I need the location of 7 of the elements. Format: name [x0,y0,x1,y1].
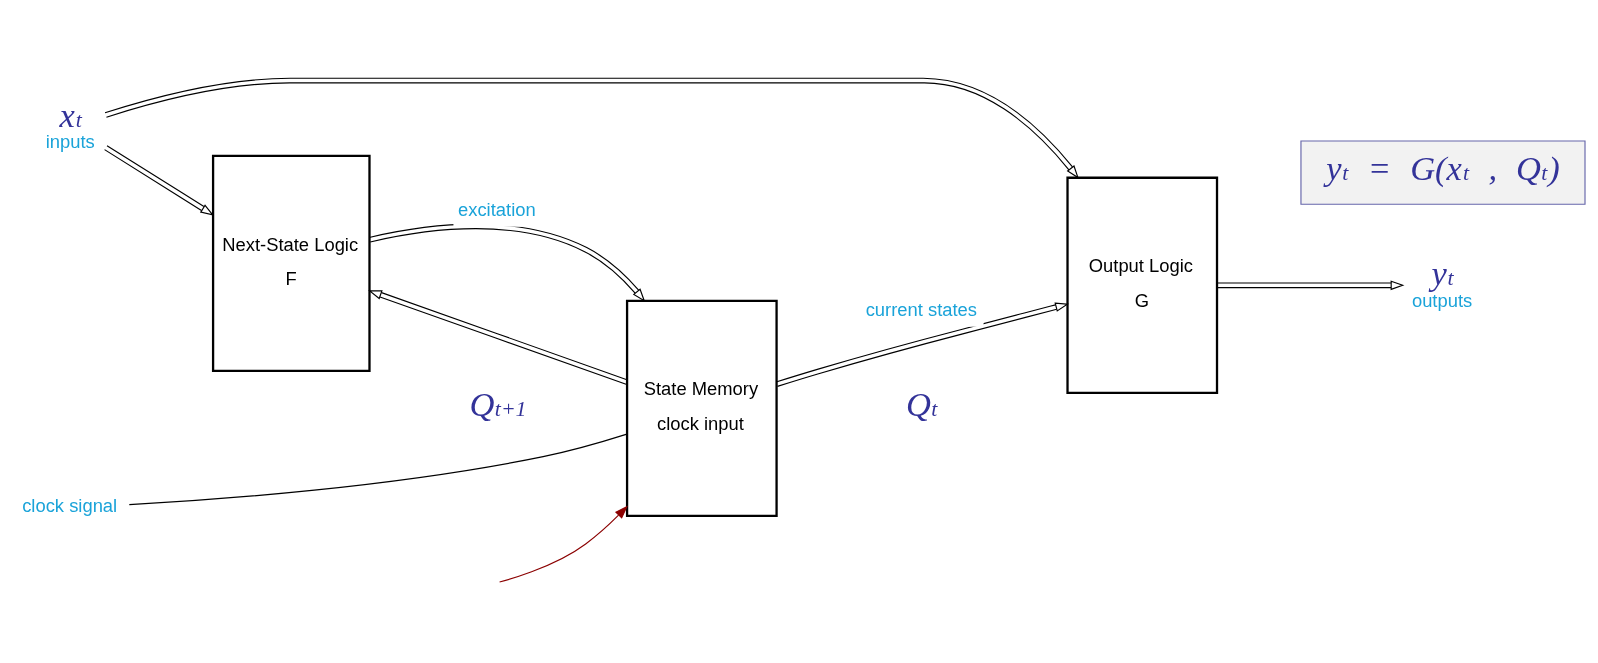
edge-label: excitation [458,199,536,221]
node-text: xt inputs [45,95,95,153]
label: Qt [905,384,938,423]
label: Qt+1 [469,384,527,423]
node-text: yt outputs [1411,254,1473,311]
node-text: clock signal [22,494,118,516]
edge-label: current states [865,299,978,321]
